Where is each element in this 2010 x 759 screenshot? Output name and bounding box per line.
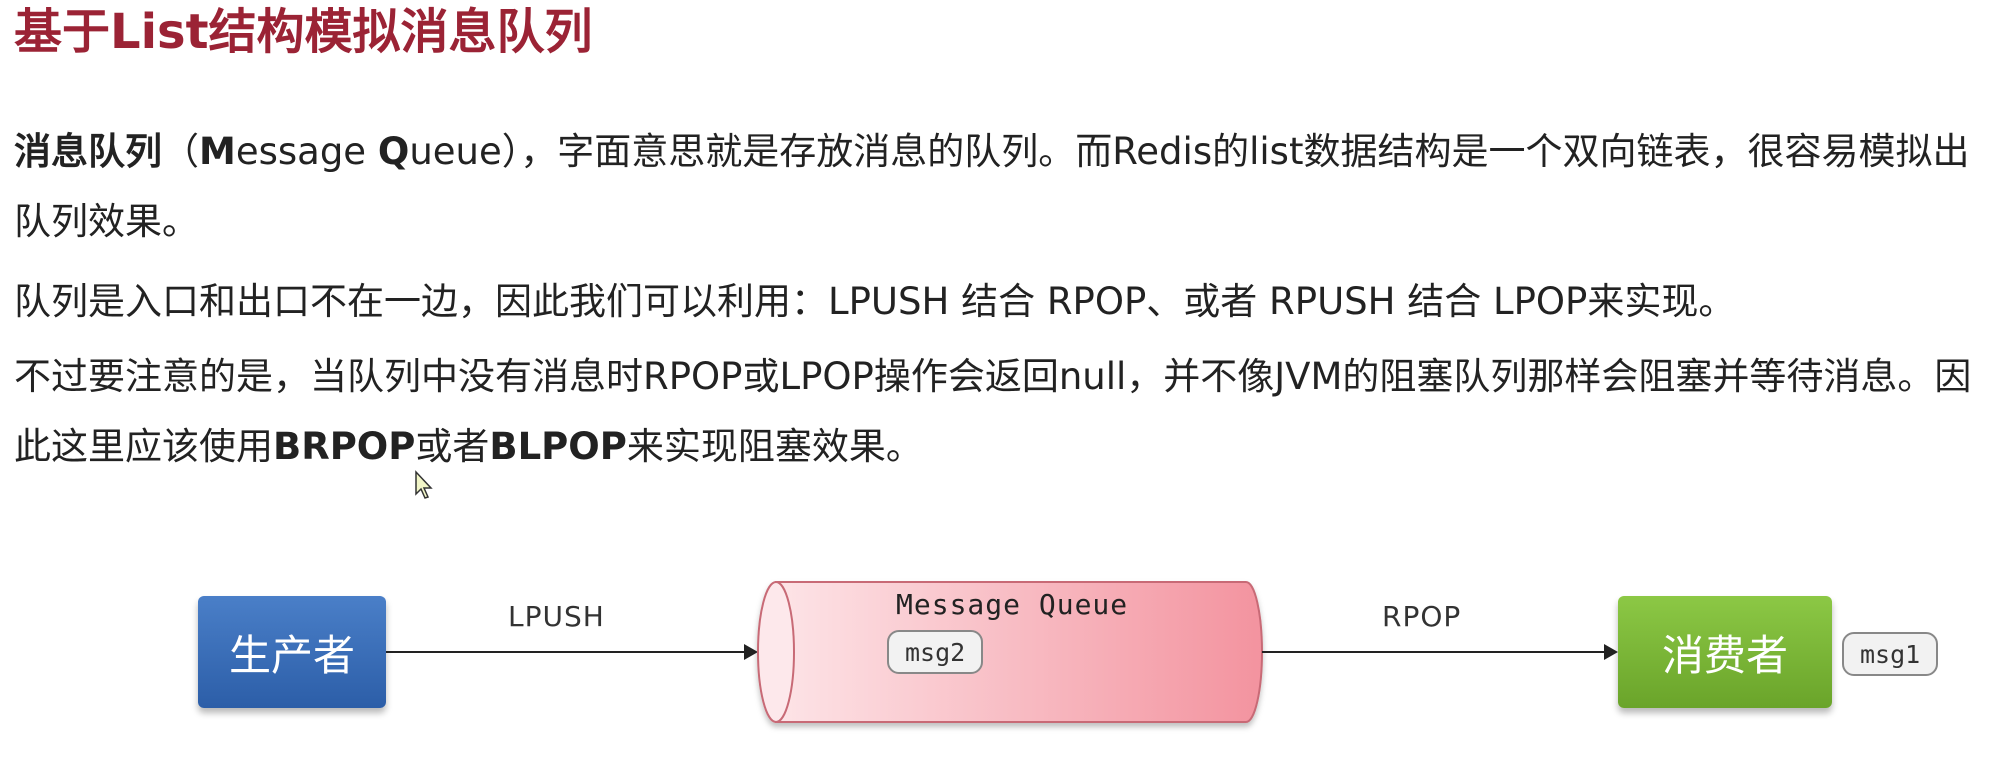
producer-box: 生产者 (198, 596, 386, 708)
msg1-badge: msg1 (1842, 632, 1939, 676)
blocking-text-1: 不过要注意的是，当队列中没有消息时RPOP或LPOP操作会返回null，并不像J… (14, 355, 1972, 468)
paren-close: ） (501, 130, 521, 173)
term-message-queue: 消息队列 (14, 130, 162, 173)
consumer-box: 消费者 (1618, 596, 1832, 708)
message-queue-diagram: 生产者 LPUSH Message Queue msg2 RPOP 消费者 ms… (0, 560, 2010, 759)
paragraph-blocking: 不过要注意的是，当队列中没有消息时RPOP或LPOP操作会返回null，并不像J… (14, 342, 2000, 482)
intro-text: ，字面意思就是存放消息的队列。而Redis的list数据结构是一个双向链表，很容… (14, 130, 1970, 243)
paragraph-queue-ops: 队列是入口和出口不在一边，因此我们可以利用：LPUSH 结合 RPOP、或者 R… (14, 280, 1736, 323)
arrow-lpush (386, 644, 758, 660)
rpop-label: RPOP (1382, 600, 1462, 633)
arrow-rpop (1262, 644, 1618, 660)
word-ueue: ueue (409, 130, 502, 173)
queue-cylinder (757, 581, 1263, 723)
paren-open: （ (162, 130, 199, 173)
word-essage: essage (235, 130, 378, 173)
diagram-canvas (386, 581, 1618, 723)
queue-title: Message Queue (896, 588, 1129, 621)
blocking-text-3: 来实现阻塞效果。 (626, 425, 923, 468)
letter-q: Q (377, 130, 410, 173)
msg2-badge: msg2 (887, 630, 984, 674)
blpop-keyword: BLPOP (489, 425, 627, 468)
blocking-text-2: 或者 (415, 425, 490, 468)
mouse-cursor-icon (415, 470, 433, 499)
paragraph-intro: 消息队列（Message Queue），字面意思就是存放消息的队列。而Redis… (14, 117, 2000, 257)
page-title: 基于List结构模拟消息队列 (14, 4, 593, 60)
brpop-keyword: BRPOP (273, 425, 416, 468)
letter-m: M (199, 130, 236, 173)
lpush-label: LPUSH (508, 600, 605, 633)
